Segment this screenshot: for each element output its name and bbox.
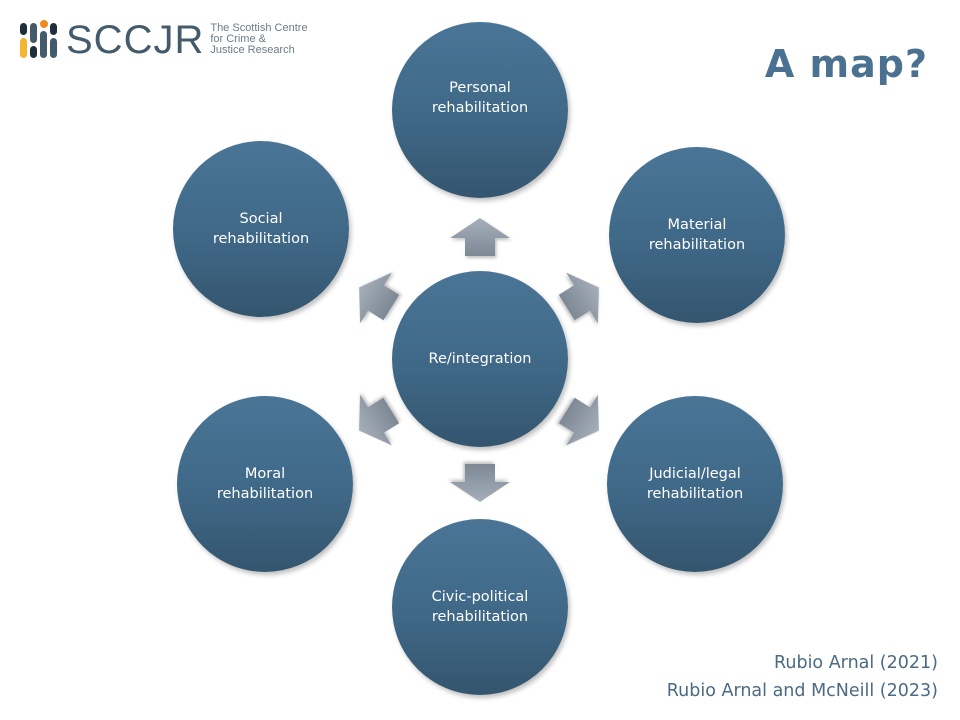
arrow-up-icon xyxy=(450,218,510,256)
center-label: Re/integration xyxy=(428,351,532,367)
node-label: Moral rehabilitation xyxy=(216,466,314,502)
arrow-up-right-icon xyxy=(558,272,599,324)
arrow-down-left-icon xyxy=(359,394,400,446)
logo-subtitle-line: Justice Research xyxy=(210,43,295,56)
sccjr-logo: SCCJR The Scottish Centre for Crime & Ju… xyxy=(20,20,308,60)
node-material-rehabilitation: Material rehabilitation xyxy=(609,147,785,323)
logo-subtitle-line: for Crime & xyxy=(210,32,266,45)
node-civic-political-rehabilitation: Civic-political rehabilitation xyxy=(392,519,568,695)
node-label: Personal rehabilitation xyxy=(431,80,529,116)
node-personal-rehabilitation: Personal rehabilitation xyxy=(392,22,568,198)
arrow-up-left-icon xyxy=(359,272,400,324)
node-moral-rehabilitation: Moral rehabilitation xyxy=(177,396,353,572)
arrow-down-icon xyxy=(450,464,510,502)
node-label: Social rehabilitation xyxy=(212,211,310,247)
node-label: Judicial/legal rehabilitation xyxy=(646,466,744,502)
node-social-rehabilitation: Social rehabilitation xyxy=(173,141,349,317)
node-reintegration-center: Re/integration xyxy=(392,271,568,447)
logo-acronym: SCCJR xyxy=(66,18,205,62)
logo-bars-icon xyxy=(20,20,62,60)
arrow-down-right-icon xyxy=(558,394,599,446)
logo-subtitle: The Scottish Centre for Crime & Justice … xyxy=(210,21,308,56)
logo-subtitle-line: The Scottish Centre xyxy=(210,21,308,34)
reference: Rubio Arnal (2021) xyxy=(774,653,938,673)
slide-title: A map? xyxy=(764,42,928,86)
references: Rubio Arnal (2021) Rubio Arnal and McNei… xyxy=(667,649,938,705)
node-label: Civic-political rehabilitation xyxy=(431,589,529,625)
reference: Rubio Arnal and McNeill (2023) xyxy=(666,681,938,701)
node-judicial-legal-rehabilitation: Judicial/legal rehabilitation xyxy=(607,396,783,572)
node-label: Material rehabilitation xyxy=(648,217,746,253)
